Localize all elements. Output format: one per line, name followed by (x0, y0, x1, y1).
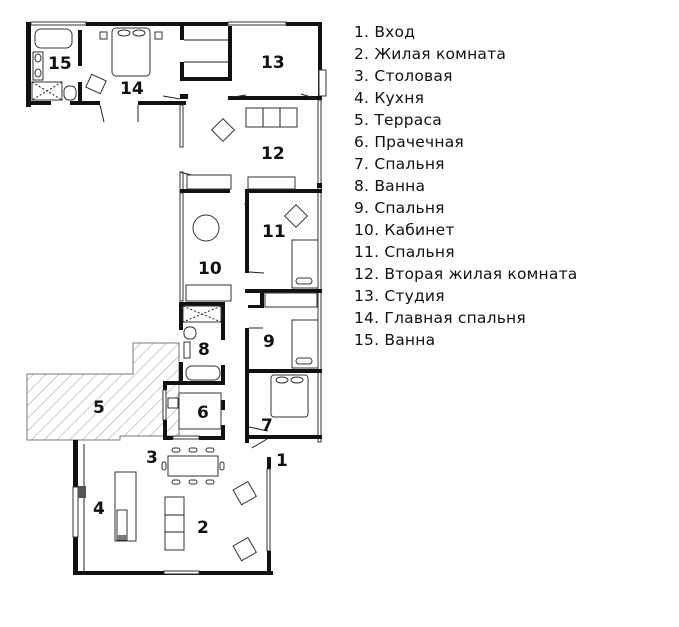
room-label-9: 9 (263, 332, 275, 352)
room-label-8: 8 (198, 340, 210, 360)
legend-item: 2. Жилая комната (354, 45, 507, 63)
room-label-14: 14 (120, 79, 144, 99)
legend-item: 9. Спальня (354, 199, 445, 217)
room-label-13: 13 (261, 53, 285, 73)
room-label-15: 15 (48, 54, 72, 74)
walls (26, 21, 327, 575)
room-label-7: 7 (261, 416, 273, 436)
room-label-12: 12 (261, 144, 285, 164)
room-legend: 1. Вход 2. Жилая комната 3. Столовая 4. … (354, 21, 578, 351)
room-label-5: 5 (93, 398, 105, 418)
legend-item: 1. Вход (354, 23, 416, 41)
legend-item: 10. Кабинет (354, 221, 455, 239)
legend-item: 15. Ванна (354, 331, 436, 349)
legend-item: 8. Ванна (354, 177, 426, 195)
room-label-2: 2 (197, 518, 209, 538)
legend-item: 7. Спальня (354, 155, 445, 173)
legend-item: 5. Терраса (354, 111, 442, 129)
room-label-6: 6 (197, 403, 209, 423)
room-label-10: 10 (198, 259, 222, 279)
floor-plan: 1 2 3 4 5 6 7 8 9 10 11 12 13 14 15 (26, 21, 327, 575)
door-swings (99, 93, 318, 449)
room-label-4: 4 (93, 499, 105, 519)
legend-item: 14. Главная спальня (354, 309, 526, 327)
legend-item: 3. Столовая (354, 67, 453, 85)
legend-item: 6. Прачечная (354, 133, 464, 151)
terrace-area (26, 342, 180, 441)
room-label-1: 1 (276, 451, 288, 471)
legend-item: 11. Спальня (354, 243, 455, 261)
legend-item: 12. Вторая жилая комната (354, 265, 578, 283)
furniture (31, 27, 319, 562)
room-label-3: 3 (146, 448, 158, 468)
room-labels: 1 2 3 4 5 6 7 8 9 10 11 12 13 14 15 (48, 53, 288, 538)
legend-item: 13. Студия (354, 287, 445, 305)
legend-item: 4. Кухня (354, 89, 425, 107)
room-label-11: 11 (262, 222, 286, 242)
